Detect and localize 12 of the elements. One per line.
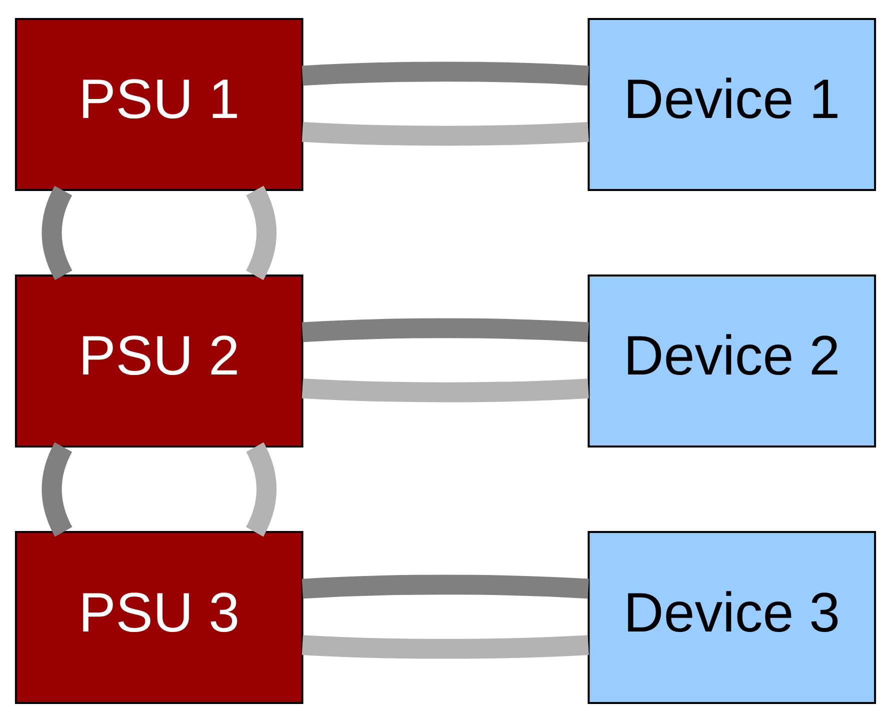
connector [302, 378, 589, 402]
connector [302, 634, 589, 658]
connector [302, 318, 589, 342]
connector [302, 122, 589, 146]
connector [302, 574, 589, 598]
node-box: Device 1 [588, 17, 876, 190]
node-box: Device 3 [588, 530, 876, 704]
node-box: PSU 2 [14, 274, 304, 447]
node-box: Device 2 [588, 274, 876, 447]
connector [302, 61, 589, 86]
node-box: PSU 3 [14, 530, 304, 704]
node-box: PSU 1 [14, 17, 304, 190]
